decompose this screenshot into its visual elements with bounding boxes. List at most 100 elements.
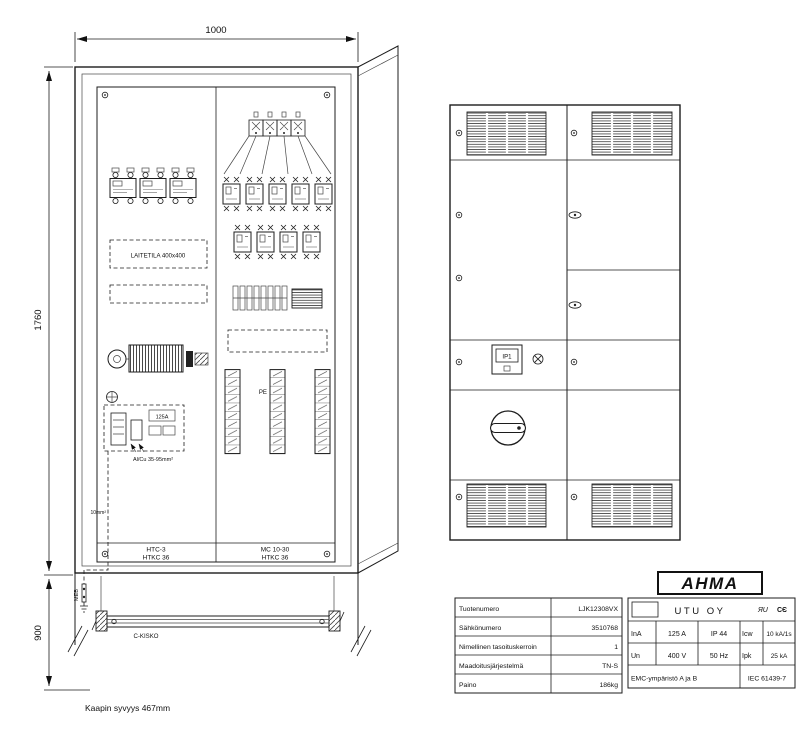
ventilation-grille [466, 483, 547, 528]
brand-logo: AHMA [681, 574, 739, 593]
info-row-value: 1 [614, 644, 618, 651]
info-row-value: 186kg [599, 682, 618, 689]
screw-icon [570, 129, 578, 137]
mcb-icon [245, 176, 264, 212]
reserved-space [109, 284, 208, 304]
right-field: PE [222, 111, 333, 455]
laitetila-space [109, 239, 208, 269]
info-row-label: Nimellinen tasoituskerroin [459, 644, 537, 651]
dim-base-label: 900 [33, 625, 44, 641]
emc-label: EMC-ympäristö A ja B [631, 676, 698, 683]
laitetila-label: LAITETILA 400x400 [131, 253, 186, 260]
dim-width-label: 1000 [205, 25, 226, 36]
info-row-value: LJK12308VX [578, 606, 618, 613]
main-switch-assembly: 125A Al/Cu 35-95mm² [103, 391, 185, 463]
breaker-row-2 [233, 224, 321, 260]
spec-value: 400 V [668, 653, 687, 660]
screw-icon [570, 493, 578, 501]
ventilation-grille [591, 111, 673, 156]
dimension-height: 1760 [33, 66, 73, 576]
manufacturer-name: UTU OY [675, 606, 726, 617]
type-field-box [631, 601, 659, 618]
pe-label: PE [259, 389, 267, 396]
spec-label: Ipk [742, 653, 752, 660]
info-row-label: Sähkönumero [459, 625, 502, 632]
incoming-terminal-strip [248, 111, 306, 137]
wiring-fan [223, 135, 332, 175]
right-field-frame-label: HTKC 36 [262, 555, 289, 562]
ip-panel: IP1 [491, 344, 523, 375]
cabinet-outline [67, 45, 399, 657]
left-field-frame-label: HTKC 36 [143, 555, 170, 562]
field-labels: HTC-3 HTKC 36 MC 10-30 HTKC 36 [143, 547, 290, 562]
dimension-base-height: 900 [33, 579, 90, 691]
door-latch [568, 211, 582, 219]
info-row-label: Maadoitusjärjestelmä [459, 663, 523, 670]
spec-value: IP 44 [711, 631, 727, 638]
door-latch [568, 301, 582, 309]
fuse-rating-label: 125A [156, 415, 169, 421]
fuse-switch-icon [109, 167, 137, 205]
screw-icon [455, 358, 463, 366]
left-field-type-label: HTC-3 [146, 547, 166, 554]
fuse-switch-icon [139, 167, 167, 205]
ground-wire [83, 451, 109, 584]
c-rail-label: C-KISKO [133, 633, 158, 640]
ce-mark: CЄ [777, 607, 787, 614]
spec-label: Un [631, 653, 640, 660]
panel-screw-icon [323, 91, 331, 99]
panel-screw-icon [101, 550, 109, 558]
ur-mark: ЯU [757, 607, 769, 614]
mcb-icon [314, 176, 333, 212]
screw-icon [455, 211, 463, 219]
c-rail: C-KISKO [91, 576, 345, 640]
indicator-light-icon [532, 353, 544, 365]
screw-icon [455, 129, 463, 137]
spec-value: 50 Hz [710, 653, 729, 660]
spec-value: 25 kA [771, 653, 788, 660]
info-row-label: Paino [459, 682, 477, 689]
ground-wire-label: 10mm² [90, 510, 106, 516]
mcb-icon [291, 176, 310, 212]
reserved-space [227, 329, 328, 353]
info-row-label: Tuotenumero [459, 606, 499, 613]
screw-icon [455, 493, 463, 501]
meb-terminal: MEB [74, 583, 88, 613]
terminal-blocks: PE [224, 369, 331, 455]
mcb-icon [256, 224, 275, 260]
mcb-icon [302, 224, 321, 260]
meb-label: MEB [74, 589, 80, 601]
mcb-icon [233, 224, 252, 260]
busbar-assembly [107, 344, 209, 373]
standard-label: IEC 61439-7 [748, 676, 786, 683]
cable-spec-label: Al/Cu 35-95mm² [133, 457, 173, 463]
panel-screw-icon [101, 91, 109, 99]
ip-panel-label: IP1 [502, 354, 512, 361]
info-row-value: TN-S [602, 663, 618, 670]
mcb-icon [279, 224, 298, 260]
terminal-comb-row [232, 285, 323, 311]
spec-label: InA [631, 631, 642, 638]
ventilation-grille [591, 483, 673, 528]
left-field: LAITETILA 400x400 125A Al/Cu 35-95mm² [83, 167, 209, 584]
spec-value: 125 A [668, 631, 686, 638]
rating-plate: AHMA UTU OY ЯU CЄ InA 125 A IP 44 Icw 10… [627, 571, 796, 689]
spec-label: Icw [742, 631, 753, 638]
spec-value: 10 kA/1s [766, 631, 792, 638]
main-switch-handle [489, 410, 527, 446]
depth-note: Kaapin syvyys 467mm [85, 703, 170, 713]
info-row-value: 3510768 [592, 625, 619, 632]
info-table: Tuotenumero LJK12308VX Sähkönumero 35107… [454, 597, 623, 694]
screw-icon [455, 274, 463, 282]
front-view: IP1 [449, 104, 681, 541]
fuse-switch-icon [169, 167, 197, 205]
panel-screw-icon [323, 550, 331, 558]
breaker-row-1 [222, 176, 333, 212]
right-field-type-label: MC 10-30 [261, 547, 290, 554]
mcb-icon [222, 176, 241, 212]
mcb-icon [268, 176, 287, 212]
screw-icon [570, 358, 578, 366]
ventilation-grille [466, 111, 547, 156]
dim-height-label: 1760 [33, 309, 44, 330]
